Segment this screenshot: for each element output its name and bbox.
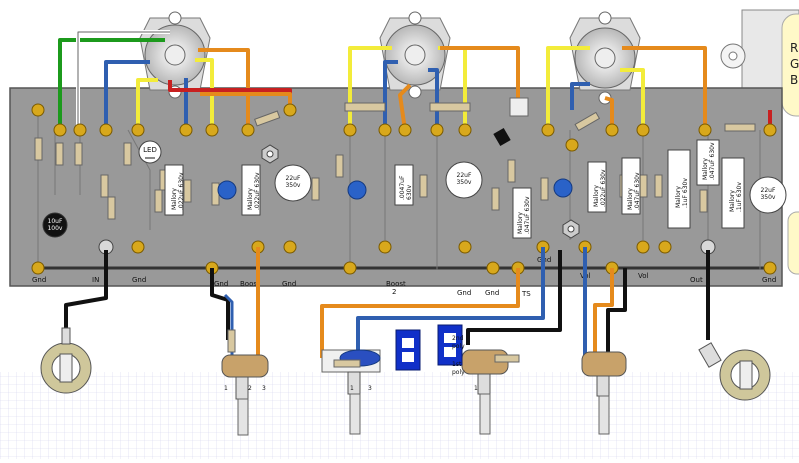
resistors	[34, 97, 756, 220]
ecap-22uf-c	[749, 176, 787, 214]
cap-022-a	[164, 164, 184, 216]
svg-text:.0047uF630v: .0047uF630v	[399, 175, 413, 200]
pot-pin-labels: 1 2 3 1 3 1	[224, 385, 478, 392]
tube-socket-v2	[379, 11, 451, 99]
cap-1uf-b-brand: Mallory	[729, 190, 736, 212]
ecap-22uf-b	[445, 161, 483, 199]
cap-022-c-value: .022uF 630v	[600, 169, 607, 207]
label-gnd-1: Gnd	[32, 276, 46, 284]
cap-1uf-a-value: .1uF 630v	[682, 178, 689, 208]
pot1-pin-2: 2	[248, 385, 252, 392]
label-boost-1: Boost	[240, 280, 260, 288]
electrolytic-caps: 22uF 350v 22uF 350v 22uF 350v 10uF 100v	[42, 161, 787, 238]
ecap-22uf-a	[274, 164, 312, 202]
pot2-pin-3: 3	[368, 385, 372, 392]
label-boost-number: 2	[392, 288, 396, 296]
ecap-10uf-voltage: 100v	[47, 225, 62, 232]
film-caps: Mallory.022uF 630v Mallory.022uF 630v .0…	[164, 139, 745, 239]
svg-text:Mallory.1uF 630v: Mallory.1uF 630v	[729, 182, 743, 212]
cap-1uf-b-value: .1uF 630v	[736, 182, 743, 212]
cap-0047	[394, 164, 414, 206]
label-ts: TS	[521, 290, 531, 298]
tube-socket-v1	[139, 11, 211, 99]
pot3-pin-1: 1	[474, 385, 478, 392]
svg-text:Mallory.022uF 630v: Mallory.022uF 630v	[247, 172, 261, 210]
disc-caps	[217, 178, 573, 200]
cap-022-b	[241, 164, 261, 216]
cap-047-b-value: .047uF 630v	[634, 172, 641, 210]
switch-2nd: 2nd	[452, 335, 464, 342]
ecap-22uf-a-voltage: 350v	[285, 182, 300, 189]
cap-022-c-brand: Mallory	[593, 185, 600, 207]
input-jack	[40, 327, 92, 394]
cap-0047-value: .0047uF	[399, 175, 406, 200]
cap-047-c-value: .047uF 630v	[709, 142, 716, 180]
pot2-pin-1: 1	[350, 385, 354, 392]
tube-socket-v3	[569, 11, 641, 105]
right-letter-r: R	[790, 41, 798, 55]
cap-0047-voltage: 630v	[406, 185, 413, 200]
right-letter-g: G	[790, 57, 799, 71]
switch-2nd-poly: poly	[452, 343, 465, 350]
cap-1uf-a	[667, 149, 691, 229]
label-gnd-8: Gnd	[762, 276, 776, 284]
label-in: IN	[92, 276, 99, 284]
offboard-wires	[64, 247, 710, 358]
ecap-22uf-c-voltage: 350v	[760, 194, 775, 201]
svg-text:Mallory.047uF 630v: Mallory.047uF 630v	[517, 196, 531, 234]
mounting-nuts	[261, 144, 580, 239]
label-vol-2: Vol	[638, 272, 649, 280]
pot-boost-1	[221, 354, 269, 436]
cap-047-b-brand: Mallory	[627, 188, 634, 210]
cap-047-a-brand: Mallory	[517, 212, 524, 234]
cap-047-a-value: .047uF 630v	[524, 196, 531, 234]
cap-022-b-value: .022uF 630v	[254, 172, 261, 210]
right-letter-b: B	[790, 73, 798, 87]
switch-1st: 1st	[452, 361, 462, 368]
cap-047-b	[621, 157, 641, 215]
label-boost-2: Boost	[386, 280, 406, 288]
ecap-22uf-c-value: 22uF	[761, 187, 776, 194]
pot-vol	[581, 351, 627, 435]
label-gnd-2: Gnd	[132, 276, 146, 284]
cap-047-c-brand: Mallory	[702, 158, 709, 180]
pot1-pin-1: 1	[224, 385, 228, 392]
grid-area	[0, 372, 799, 459]
cap-022-b-brand: Mallory	[247, 188, 254, 210]
label-gnd-5: Gnd	[457, 289, 471, 297]
label-gnd-3: Gnd	[214, 280, 228, 288]
label-gnd-4: Gnd	[282, 280, 296, 288]
chassis-right: R G B	[720, 9, 799, 275]
ecap-22uf-a-value: 22uF	[286, 175, 301, 182]
cap-022-c	[587, 161, 607, 213]
cap-1uf-a-brand: Mallory	[675, 186, 682, 208]
ecap-22uf-b-voltage: 350v	[456, 179, 471, 186]
cap-047-c	[696, 139, 720, 186]
ecap-22uf-b-value: 22uF	[457, 172, 472, 179]
cap-1uf-b	[721, 157, 745, 229]
led: LED	[138, 140, 162, 164]
led-label: LED	[143, 146, 157, 154]
label-gnd-6: Gnd	[485, 289, 499, 297]
cap-047-a	[512, 187, 532, 239]
switch-1st-poly: poly	[452, 369, 465, 376]
ecap-10uf	[42, 212, 68, 238]
eyelets-top	[31, 103, 777, 152]
pot1-pin-3: 3	[262, 385, 266, 392]
cap-022-a-brand: Mallory	[171, 188, 178, 210]
svg-text:Mallory.022uF 630v: Mallory.022uF 630v	[171, 172, 185, 210]
ecap-10uf-value: 10uF	[48, 218, 63, 225]
svg-text:Mallory.047uF 630v: Mallory.047uF 630v	[702, 142, 716, 180]
svg-text:Mallory.022uF 630v: Mallory.022uF 630v	[593, 169, 607, 207]
output-jack	[698, 342, 771, 401]
svg-text:Mallory.1uF 630v: Mallory.1uF 630v	[675, 178, 689, 208]
label-out: Out	[690, 276, 703, 284]
pot-resistors	[227, 329, 520, 368]
cap-022-a-value: .022uF 630v	[178, 172, 185, 210]
svg-text:Mallory.047uF 630v: Mallory.047uF 630v	[627, 172, 641, 210]
polarity-switches: 2nd poly 1st poly	[395, 324, 465, 376]
